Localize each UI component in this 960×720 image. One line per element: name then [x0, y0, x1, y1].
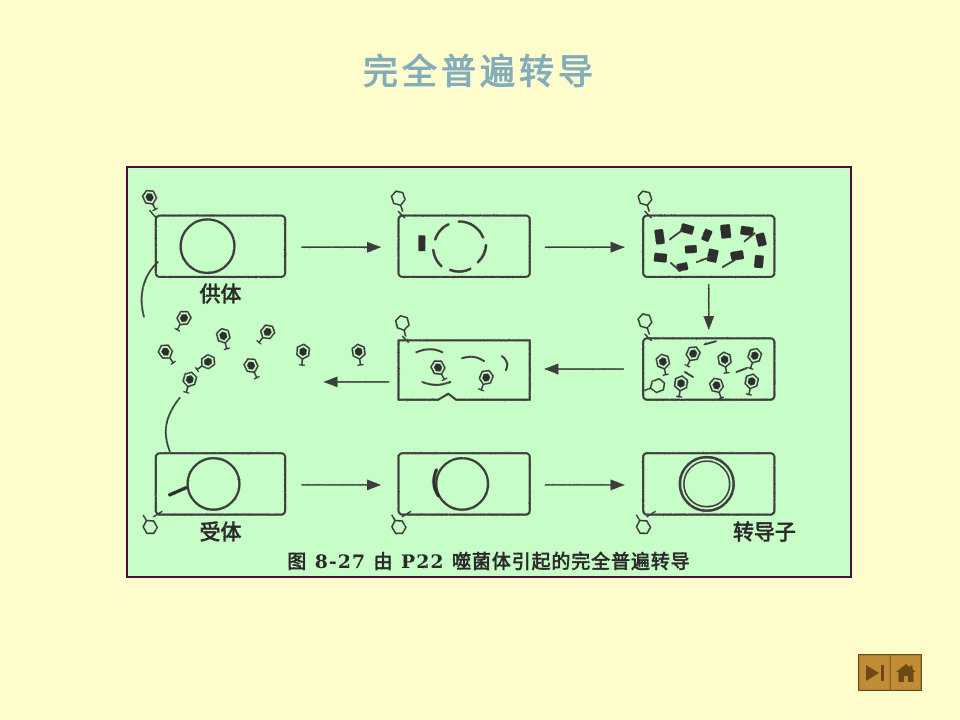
cell-phage-assembly — [636, 311, 776, 401]
figure-caption: 图 8-27 由 P22 噬菌体引起的完全普遍转导 — [287, 550, 690, 573]
navigation-bar — [858, 654, 922, 691]
cell-fragments — [636, 188, 776, 279]
next-slide-button[interactable] — [859, 655, 890, 690]
label-donor: 供体 — [199, 282, 242, 307]
cell-recombination — [386, 452, 531, 538]
figure-frame: 供体 — [126, 166, 852, 578]
cell-donor — [140, 187, 287, 318]
cell-fragmenting — [389, 188, 531, 279]
page-title: 完全普遍转导 — [362, 52, 597, 93]
cell-recipient — [137, 452, 287, 538]
label-recipient: 受体 — [200, 519, 242, 544]
cell-lysis — [393, 313, 531, 401]
label-transductant: 转导子 — [733, 519, 796, 544]
home-icon — [895, 663, 917, 683]
home-button[interactable] — [890, 655, 921, 690]
cell-transductant — [630, 452, 776, 538]
phage-to-recipient-path — [164, 396, 181, 453]
figure-diagram: 供体 — [128, 168, 850, 576]
play-next-icon — [865, 664, 885, 682]
